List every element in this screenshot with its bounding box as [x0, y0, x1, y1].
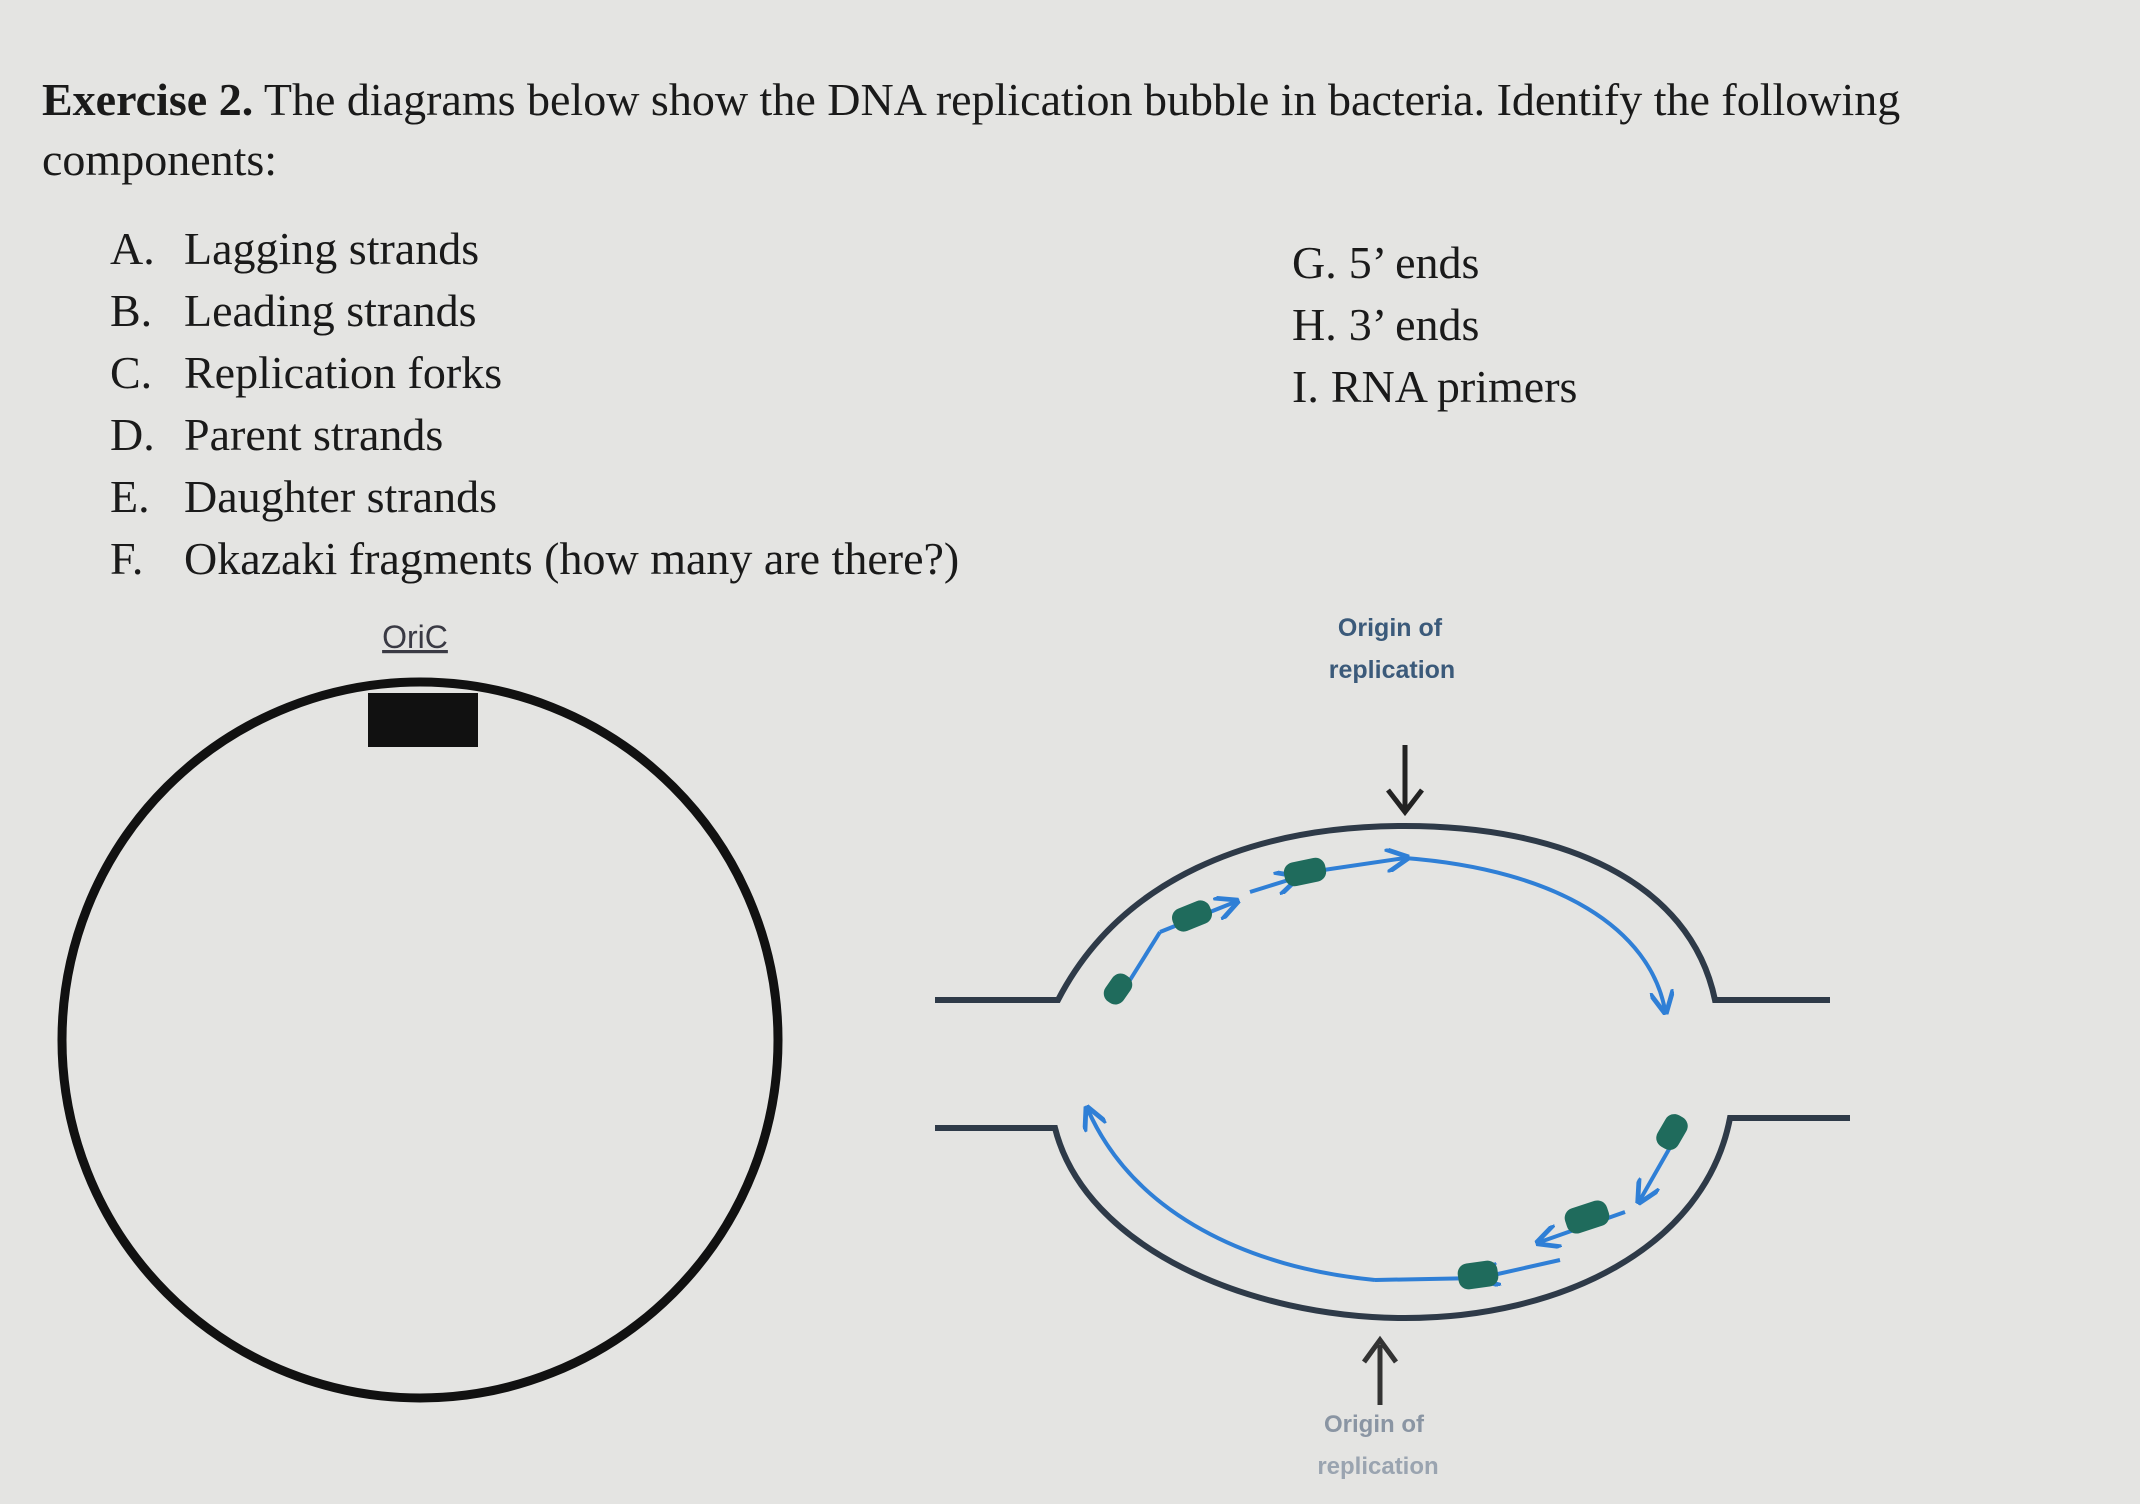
bottom-origin-arrow — [1364, 1340, 1396, 1405]
top-origin-label-line1: Origin of — [1338, 614, 1443, 642]
rna-primer — [1456, 1259, 1499, 1290]
circular-chromosome-diagram: OriC — [62, 619, 778, 1398]
bottom-origin-label-line2: replication — [1317, 1453, 1438, 1480]
rna-primer — [1562, 1198, 1612, 1236]
bottom-origin-label-line1: Origin of — [1324, 1411, 1425, 1438]
oric-box — [368, 693, 478, 747]
leading-strand-bottom — [1088, 1110, 1375, 1280]
top-origin-arrow — [1388, 745, 1422, 812]
rna-primer — [1653, 1110, 1692, 1153]
replication-bubble-diagram: Origin of replication — [935, 614, 1850, 1480]
parent-strands — [935, 826, 1850, 1318]
chromosome-circle — [62, 682, 778, 1398]
rna-primers — [1100, 856, 1692, 1291]
rna-primer — [1169, 897, 1215, 934]
parent-strand-bottom — [935, 1118, 1850, 1318]
top-origin-label-line2: replication — [1329, 656, 1455, 684]
oric-label: OriC — [382, 619, 448, 655]
rna-primer — [1282, 856, 1328, 888]
parent-strand-top — [935, 826, 1830, 1000]
